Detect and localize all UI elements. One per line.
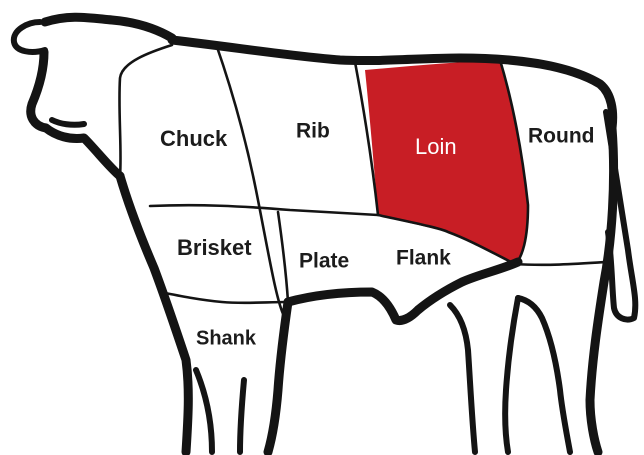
cut-label-rib: Rib xyxy=(296,120,330,143)
cut-label-brisket: Brisket xyxy=(177,235,252,260)
cut-label-chuck: Chuck xyxy=(160,126,228,151)
cut-label-plate: Plate xyxy=(299,250,349,273)
cut-label-round: Round xyxy=(528,125,594,148)
cut-label-loin: Loin xyxy=(415,134,457,159)
cow-body-fill xyxy=(20,30,625,440)
cut-label-flank: Flank xyxy=(396,247,451,270)
cut-label-shank: Shank xyxy=(196,327,257,349)
front-leg-middle-line xyxy=(240,380,244,452)
head-outline xyxy=(45,17,172,38)
